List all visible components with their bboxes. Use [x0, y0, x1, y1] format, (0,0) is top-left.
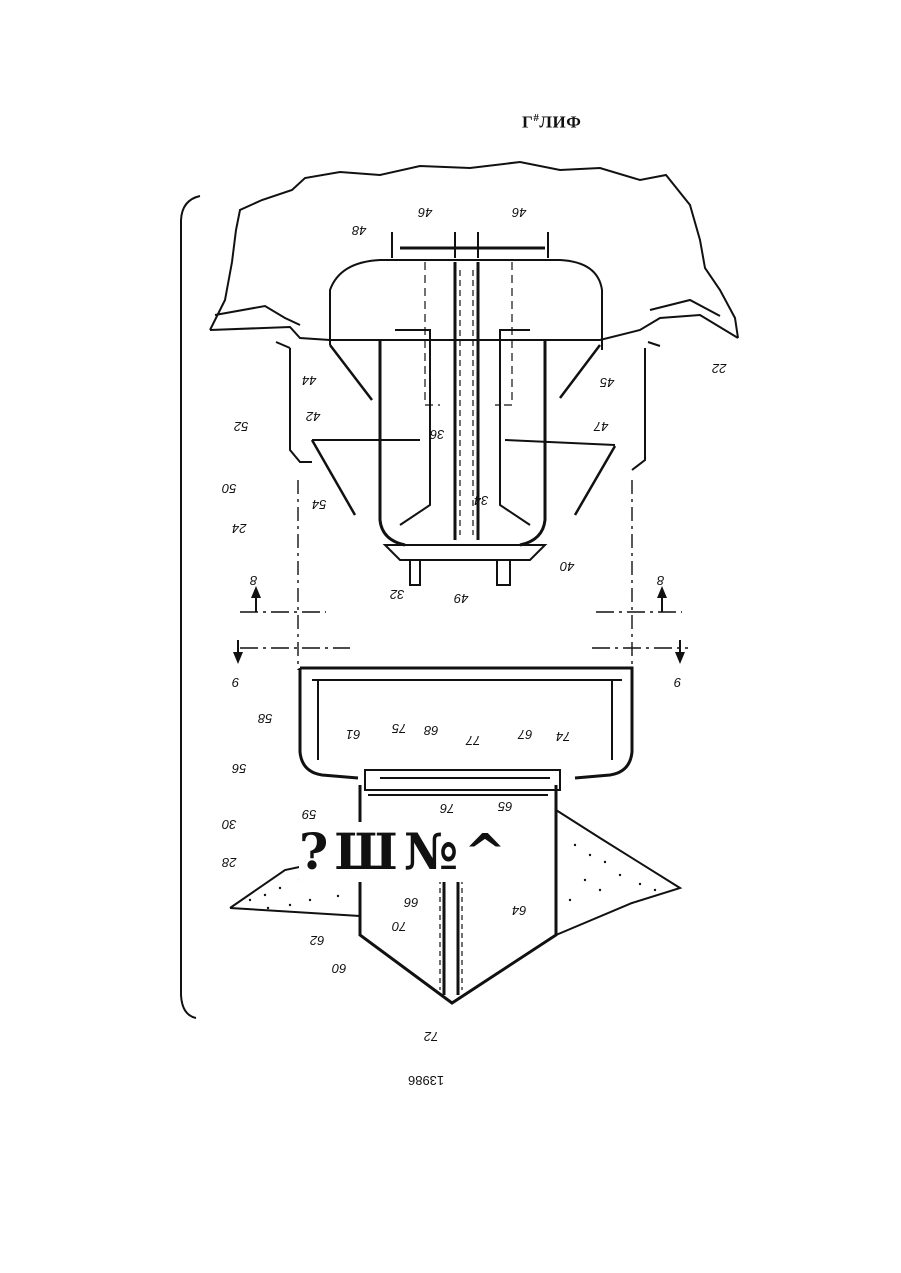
ref-32: 32: [390, 588, 404, 601]
upper-panel: [210, 162, 738, 338]
lower-cup: [300, 668, 632, 778]
ref-49: 49: [454, 592, 468, 605]
upper-housing-right: [632, 348, 645, 470]
inner-wall-left: [380, 340, 405, 545]
ref-24: 24: [232, 522, 246, 535]
ref-77: 77: [466, 734, 480, 747]
ref-44: 44: [302, 374, 316, 387]
sheet-number: 13986: [408, 1073, 444, 1088]
ref-34: 34: [474, 494, 488, 507]
bottom-plate: [385, 545, 545, 560]
ref-46b: 46: [512, 206, 526, 219]
ref-56: 56: [232, 762, 246, 775]
ref-22: 22: [712, 362, 726, 375]
ref-61: 61: [346, 728, 360, 741]
ref-9a: 9: [232, 676, 239, 689]
ref-64: 64: [512, 904, 526, 917]
ref-46a: 46: [418, 206, 432, 219]
ref-52: 52: [234, 420, 248, 433]
upper-housing-left: [290, 348, 312, 462]
ref-67: 67: [518, 728, 532, 741]
ref-50: 50: [222, 482, 236, 495]
ref-59: 59: [302, 808, 316, 821]
ref-76: 76: [440, 802, 454, 815]
ref-60: 60: [332, 962, 346, 975]
ref-47: 47: [594, 420, 608, 433]
ref-45: 45: [600, 376, 614, 389]
ref-30: 30: [222, 818, 236, 831]
lower-shaft: [444, 870, 458, 995]
ref-36: 36: [430, 428, 444, 441]
ref-72: 72: [424, 1030, 438, 1043]
ocr-overlay-text: ?Ш№^: [299, 822, 539, 882]
ref-42: 42: [306, 410, 320, 423]
figure-bracket: [181, 196, 200, 1018]
ref-40: 40: [560, 560, 574, 573]
ref-62: 62: [310, 934, 324, 947]
ref-66: 66: [404, 896, 418, 909]
dome-cap: [330, 260, 602, 350]
alignment-lines: [298, 480, 632, 670]
ref-58: 58: [258, 712, 272, 725]
ref-8a: 8: [250, 574, 257, 587]
ref-48: 48: [352, 224, 366, 237]
ref-74: 74: [556, 730, 570, 743]
ref-65: 65: [498, 800, 512, 813]
funnel-left: [312, 345, 372, 515]
ref-8b: 8: [657, 574, 664, 587]
lid-plate: [365, 770, 560, 790]
ref-28: 28: [222, 856, 236, 869]
ref-9b: 9: [674, 676, 681, 689]
ref-75: 75: [392, 722, 406, 735]
overlay-glyphs: ?Ш№^: [299, 822, 512, 882]
upper-panel-base: [210, 315, 738, 340]
ref-54: 54: [312, 498, 326, 511]
ref-68: 68: [424, 724, 438, 737]
ref-70: 70: [392, 920, 406, 933]
